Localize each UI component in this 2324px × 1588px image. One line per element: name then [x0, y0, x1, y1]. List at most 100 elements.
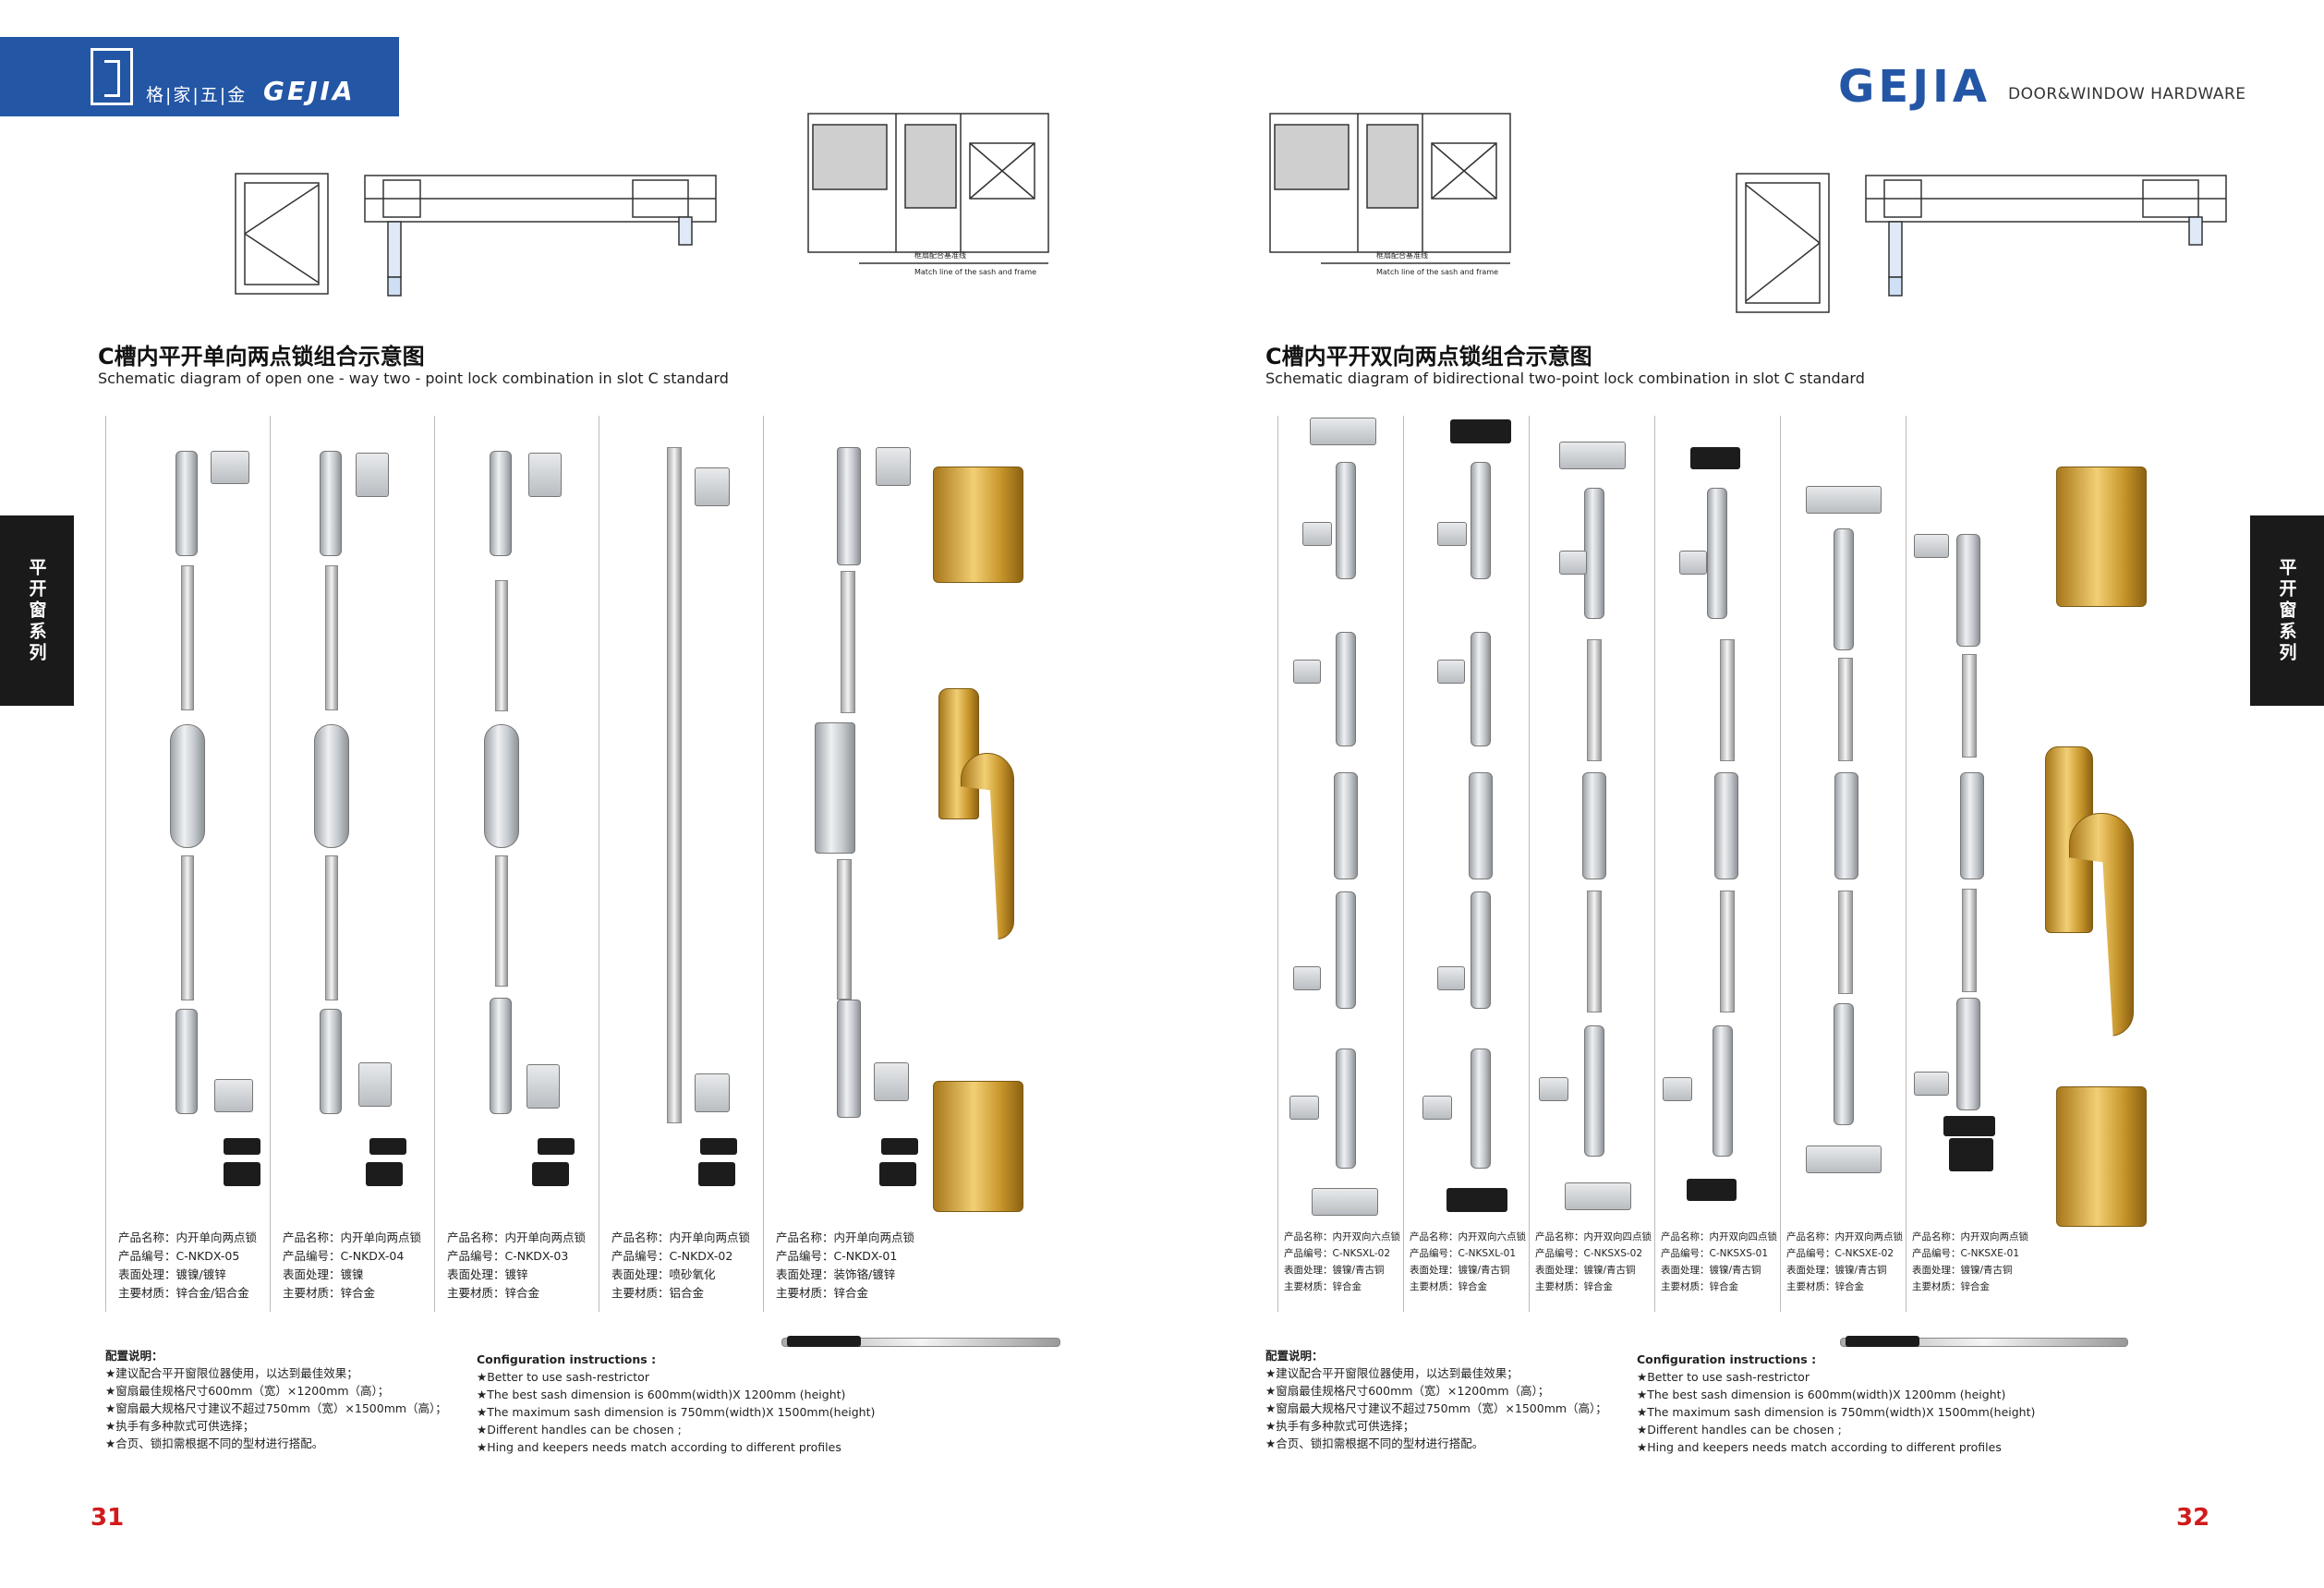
stop-block: [698, 1162, 735, 1186]
column-divider: [1780, 416, 1781, 1312]
side-tab-label: 平开窗系列: [26, 557, 47, 664]
keeper: [1559, 442, 1626, 469]
note-line: ★窗扇最大规格尺寸建议不超过750mm（宽）×1500mm（高）；: [1265, 1401, 1607, 1415]
product-material: 主要材质：锌合金: [1786, 1281, 1864, 1292]
lock-point: [1584, 1025, 1604, 1157]
keeper: [214, 1079, 253, 1112]
lock-point-bottom: [1956, 998, 1980, 1110]
keeper: [695, 1073, 730, 1112]
product-material: 主要材质：锌合金: [283, 1286, 376, 1300]
lock-point-bottom: [176, 1009, 198, 1114]
connecting-rod: [325, 565, 338, 710]
transmission-rod: [667, 447, 682, 1123]
product-material: 主要材质：锌合金: [1912, 1281, 1990, 1292]
frame-profile-drawing: [807, 113, 1049, 264]
product-finish: 表面处理：镀锌: [447, 1267, 528, 1281]
stop-block: [700, 1138, 737, 1155]
stop-block: [224, 1138, 260, 1155]
lock-point: [1336, 632, 1356, 746]
keeper: [1289, 1096, 1319, 1120]
connecting-rod: [1587, 891, 1602, 1012]
lock-point: [1471, 632, 1491, 746]
gearbox: [1834, 772, 1858, 879]
gearbox: [1960, 772, 1984, 879]
keeper: [1565, 1182, 1631, 1210]
window-section-drawing: [235, 173, 717, 297]
product-spec: 产品名称：内开双向四点锁 产品编号：C-NKSXS-01 表面处理：镀镍/青古铜…: [1661, 1229, 1777, 1295]
keeper: [1302, 522, 1332, 546]
stop-block: [879, 1162, 916, 1186]
connecting-rod: [1962, 889, 1977, 992]
lock-point: [1707, 488, 1727, 619]
column-divider: [1403, 416, 1404, 1312]
keeper: [1806, 486, 1882, 514]
product-code: 产品编号：C-NKDX-04: [283, 1249, 405, 1263]
lock-point: [1471, 891, 1491, 1009]
product-name: 产品名称：内开单向两点锁: [776, 1230, 915, 1244]
connecting-rod: [1962, 654, 1977, 758]
product-code: 产品编号：C-NKSXL-02: [1284, 1248, 1391, 1259]
window-handle-icon: [938, 688, 979, 819]
sash-restrictor-slider: [1846, 1336, 1919, 1347]
gearbox: [1582, 772, 1606, 879]
stop-block: [881, 1138, 918, 1155]
notes-heading: Configuration instructions :: [1637, 1352, 1817, 1366]
note-line: ★The best sash dimension is 600mm(width)…: [477, 1388, 846, 1401]
connecting-rod: [181, 565, 194, 710]
stop-block: [1943, 1116, 1995, 1136]
product-material: 主要材质：铝合金: [611, 1286, 705, 1300]
lock-point-bottom: [320, 1009, 342, 1114]
lock-point: [1471, 1049, 1491, 1169]
note-line: ★建议配合平开窗限位器使用，以达到最佳效果；: [105, 1366, 358, 1380]
product-material: 主要材质：锌合金: [1661, 1281, 1738, 1292]
config-notes-cn: 配置说明： ★建议配合平开窗限位器使用，以达到最佳效果； ★窗扇最佳规格尺寸60…: [1265, 1347, 1607, 1452]
stop-block: [1949, 1138, 1993, 1171]
sash-restrictor-slider: [787, 1336, 861, 1347]
product-spec: 产品名称：内开双向四点锁 产品编号：C-NKSXS-02 表面处理：镀镍/青古铜…: [1535, 1229, 1652, 1295]
column-divider: [270, 416, 271, 1312]
product-spec: 产品名称：内开单向两点锁 产品编号：C-NKDX-01 表面处理：装饰铬/镀锌 …: [776, 1229, 914, 1303]
product-name: 产品名称：内开单向两点锁: [283, 1230, 422, 1244]
product-spec: 产品名称：内开双向六点锁 产品编号：C-NKSXL-02 表面处理：镀镍/青古铜…: [1284, 1229, 1400, 1295]
keeper: [358, 1062, 392, 1107]
note-line: ★Hing and keepers needs match according …: [477, 1440, 841, 1454]
product-spec: 产品名称：内开单向两点锁 产品编号：C-NKDX-02 表面处理：喷砂氧化 主要…: [611, 1229, 750, 1303]
brand-name-en: GEJIA: [263, 76, 356, 106]
right-title-cn: C槽内平开双向两点锁组合示意图: [1265, 344, 1592, 370]
product-spec: 产品名称：内开双向两点锁 产品编号：C-NKSXE-02 表面处理：镀镍/青古铜…: [1786, 1229, 1903, 1295]
lock-point: [1834, 1003, 1854, 1125]
lock-point: [1834, 528, 1854, 650]
product-material: 主要材质：锌合金/铝合金: [118, 1286, 249, 1300]
gearbox: [314, 724, 349, 848]
product-code: 产品编号：C-NKDX-05: [118, 1249, 240, 1263]
keeper: [1422, 1096, 1452, 1120]
stop-block: [538, 1138, 575, 1155]
product-finish: 表面处理：镀镍/青古铜: [1410, 1265, 1510, 1276]
frame-profile-drawing: [1269, 113, 1511, 264]
brand-banner: [0, 37, 399, 116]
hinge-bottom: [2056, 1086, 2147, 1227]
right-title-en: Schematic diagram of bidirectional two-p…: [1265, 370, 1865, 387]
side-tab-label: 平开窗系列: [2276, 557, 2297, 664]
connecting-rod: [841, 571, 855, 713]
note-line: ★Different handles can be chosen ;: [477, 1423, 682, 1436]
connecting-rod: [495, 580, 508, 711]
product-name: 产品名称：内开双向六点锁: [1410, 1231, 1526, 1243]
gearbox: [815, 722, 855, 854]
gejia-logo-icon: [91, 48, 133, 105]
product-name: 产品名称：内开单向两点锁: [118, 1230, 258, 1244]
connecting-rod: [1720, 891, 1735, 1012]
column-divider: [763, 416, 764, 1312]
page-number: 31: [91, 1504, 125, 1532]
side-tab-right: 平开窗系列: [2250, 515, 2324, 706]
brand-logo-text: GEJIA: [1838, 61, 1991, 113]
lock-point-top: [320, 451, 342, 556]
note-line: ★Better to use sash-restrictor: [1637, 1370, 1810, 1384]
left-title-en: Schematic diagram of open one - way two …: [98, 370, 729, 387]
product-finish: 表面处理：镀镍/镀锌: [118, 1267, 226, 1281]
product-spec: 产品名称：内开单向两点锁 产品编号：C-NKDX-04 表面处理：镀镍 主要材质…: [283, 1229, 421, 1303]
notes-heading: Configuration instructions :: [477, 1352, 657, 1366]
product-name: 产品名称：内开单向两点锁: [611, 1230, 751, 1244]
product-name: 产品名称：内开单向两点锁: [447, 1230, 587, 1244]
product-code: 产品编号：C-NKDX-02: [611, 1249, 733, 1263]
